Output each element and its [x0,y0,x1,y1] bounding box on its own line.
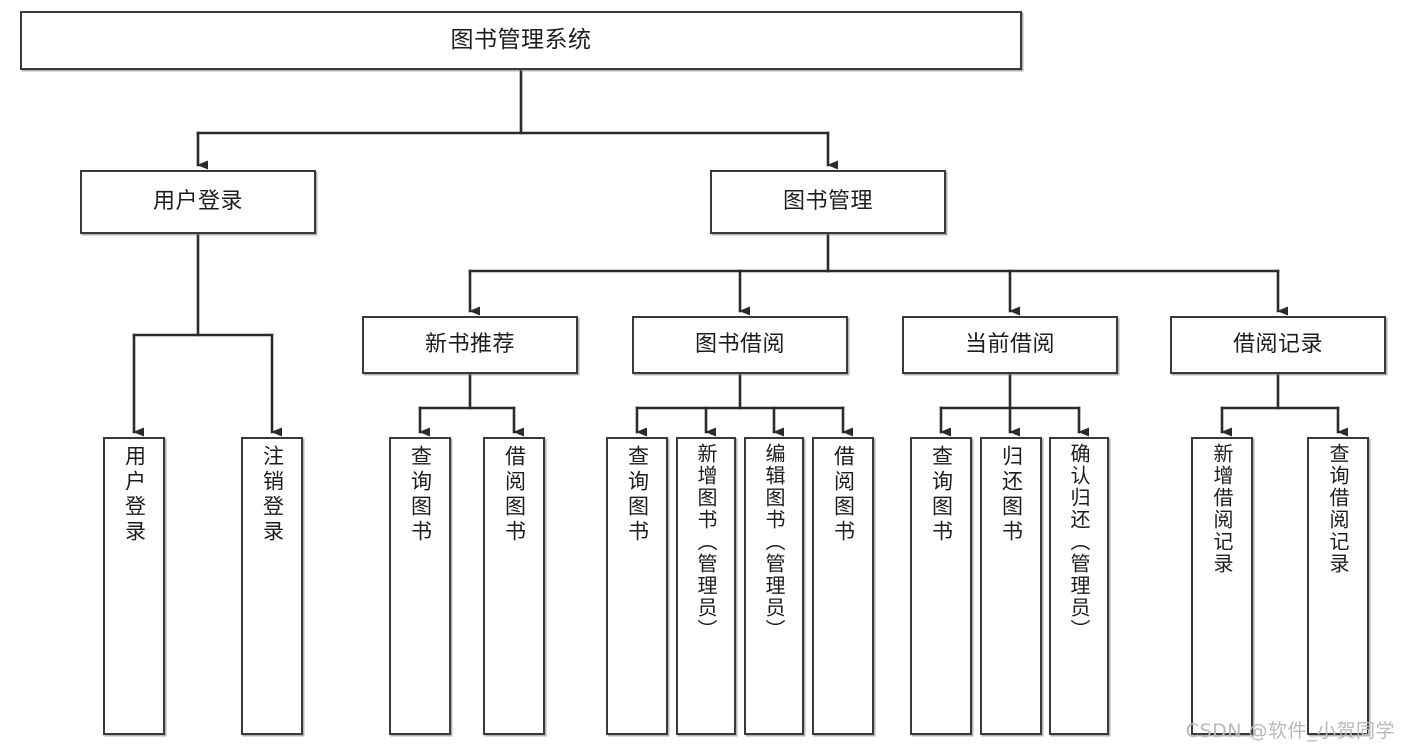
leaf-user-login[interactable]: 用户登录 [103,437,165,735]
leaf-query-book-borrow-label: 查询图书 [625,445,650,545]
csdn-watermark: CSDN @软件_小贺同学 [1185,720,1395,742]
leaf-edit-book-admin-label: 编辑图书（管理员） [762,443,786,641]
leaf-user-login-label: 用户登录 [122,445,147,545]
leaf-query-borrow-record-label: 查询借阅记录 [1326,443,1350,575]
node-book-borrow-label: 图书借阅 [694,332,785,358]
node-root-system[interactable]: 图书管理系统 [20,11,1022,70]
node-book-management[interactable]: 图书管理 [710,170,946,234]
leaf-add-borrow-record[interactable]: 新增借阅记录 [1191,437,1253,735]
leaf-confirm-return-admin-label: 确认归还（管理员） [1067,443,1091,641]
leaf-query-borrow-record[interactable]: 查询借阅记录 [1307,437,1369,735]
leaf-logout[interactable]: 注销登录 [241,437,303,735]
leaf-query-book-current[interactable]: 查询图书 [910,437,972,735]
leaf-query-book-new-recommend-label: 查询图书 [408,445,433,545]
leaf-borrow-book-borrow[interactable]: 借阅图书 [812,437,874,735]
node-borrow-record-label: 借阅记录 [1232,332,1323,358]
node-user-login[interactable]: 用户登录 [80,170,316,234]
leaf-add-borrow-record-label: 新增借阅记录 [1210,443,1234,575]
node-current-borrow-label: 当前借阅 [964,332,1055,358]
node-root-system-label: 图书管理系统 [450,27,592,54]
node-current-borrow[interactable]: 当前借阅 [902,316,1118,374]
node-book-management-label: 图书管理 [782,189,873,215]
leaf-query-book-new-recommend[interactable]: 查询图书 [389,437,451,735]
leaf-add-book-admin[interactable]: 新增图书（管理员） [676,437,736,735]
node-new-book-recommend[interactable]: 新书推荐 [362,316,578,374]
leaf-edit-book-admin[interactable]: 编辑图书（管理员） [744,437,804,735]
leaf-borrow-book-borrow-label: 借阅图书 [831,445,856,545]
leaf-borrow-book-new-recommend[interactable]: 借阅图书 [483,437,545,735]
node-borrow-record[interactable]: 借阅记录 [1170,316,1386,374]
leaf-query-book-current-label: 查询图书 [929,445,954,545]
node-book-borrow[interactable]: 图书借阅 [632,316,848,374]
leaf-return-book-label: 归还图书 [999,445,1024,545]
leaf-query-book-borrow[interactable]: 查询图书 [606,437,668,735]
leaf-return-book[interactable]: 归还图书 [980,437,1042,735]
node-new-book-recommend-label: 新书推荐 [424,332,515,358]
node-user-login-label: 用户登录 [152,189,243,215]
leaf-confirm-return-admin[interactable]: 确认归还（管理员） [1049,437,1109,735]
leaf-borrow-book-new-recommend-label: 借阅图书 [502,445,527,545]
leaf-add-book-admin-label: 新增图书（管理员） [694,443,718,641]
leaf-logout-label: 注销登录 [260,445,285,545]
